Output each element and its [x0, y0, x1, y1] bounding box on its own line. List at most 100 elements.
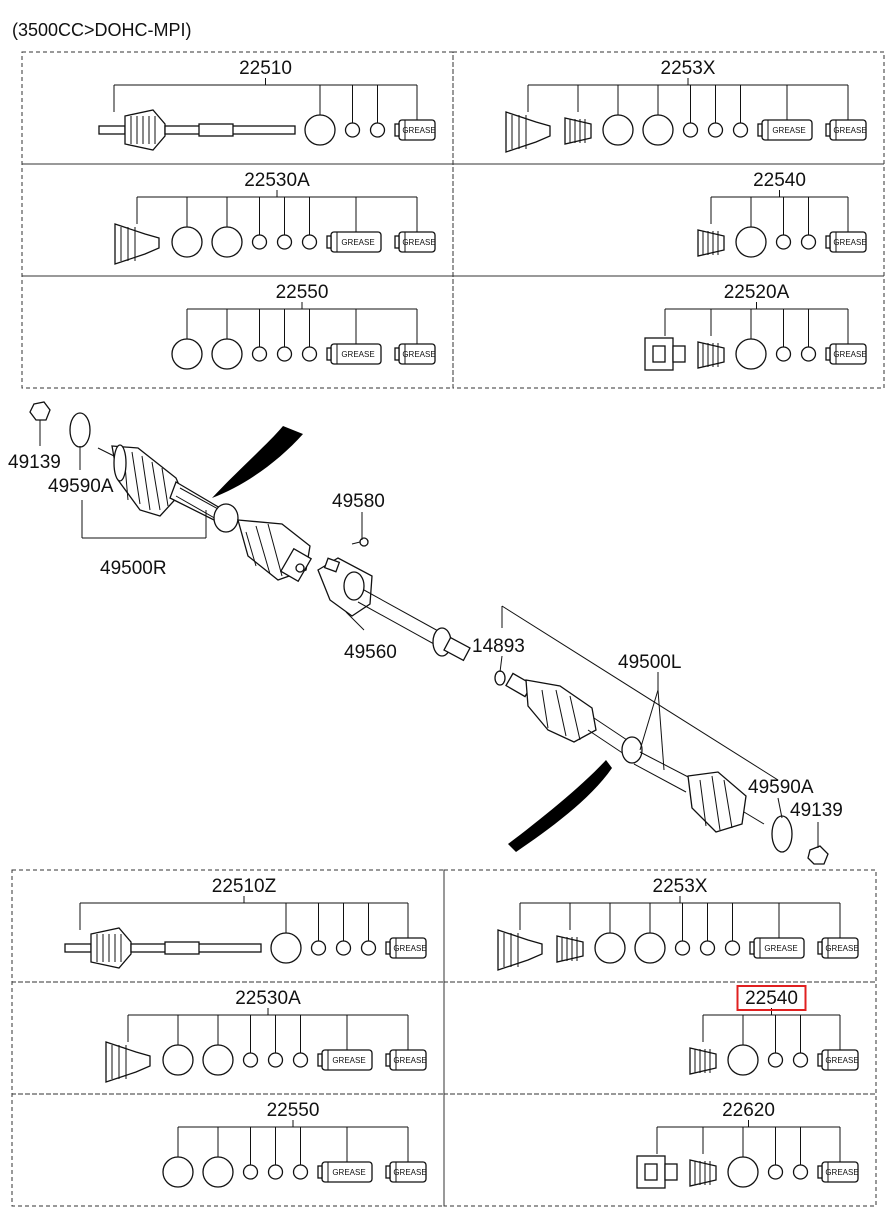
ring-s-part[interactable]	[674, 940, 691, 956]
ring-s-part[interactable]	[360, 940, 377, 956]
clip-ring[interactable]	[494, 670, 506, 686]
ring-s-part[interactable]	[335, 940, 352, 956]
ring-s-part[interactable]	[732, 122, 749, 138]
boot-l-part[interactable]	[105, 1041, 151, 1083]
ring-l-part[interactable]	[171, 226, 203, 258]
callout-nut-left: 49139	[790, 800, 843, 821]
ring-l-part[interactable]	[202, 1044, 234, 1076]
boot-s-part[interactable]	[697, 341, 725, 369]
ring-s-part[interactable]	[775, 234, 792, 250]
ring-s-part[interactable]	[276, 234, 293, 250]
grease-s-part[interactable]: GREASE	[385, 1161, 427, 1183]
nut-right[interactable]	[29, 401, 51, 421]
ring-l-part[interactable]	[727, 1156, 759, 1188]
ring-s-part[interactable]	[792, 1052, 809, 1068]
grease-label: GREASE	[402, 238, 435, 247]
ring-s-part[interactable]	[792, 1164, 809, 1180]
ring-l-part[interactable]	[735, 226, 767, 258]
ring-l-part[interactable]	[270, 932, 302, 964]
boot-s-part[interactable]	[556, 935, 584, 963]
ring-s-part[interactable]	[682, 122, 699, 138]
grease-label: GREASE	[833, 238, 866, 247]
sweep-arrow-upper	[212, 426, 303, 498]
nut-left[interactable]	[807, 845, 829, 865]
ring-s-part[interactable]	[800, 234, 817, 250]
tone-ring-right[interactable]	[69, 412, 91, 448]
ring-s-part[interactable]	[267, 1052, 284, 1068]
ring-s-part[interactable]	[251, 346, 268, 362]
grease-l-part[interactable]: GREASE	[326, 231, 382, 253]
ring-s-part[interactable]	[267, 1164, 284, 1180]
grease-s-part[interactable]: GREASE	[825, 343, 867, 365]
callout-clip: 14893	[472, 636, 525, 657]
ring-l-part[interactable]	[211, 226, 243, 258]
drive-shaft-left[interactable]	[505, 672, 765, 833]
ring-l-part[interactable]	[727, 1044, 759, 1076]
grease-s-part[interactable]: GREASE	[817, 1161, 859, 1183]
ring-s-part[interactable]	[242, 1164, 259, 1180]
ring-s-part[interactable]	[767, 1164, 784, 1180]
grease-l-part[interactable]: GREASE	[749, 937, 805, 959]
joint-part[interactable]	[644, 337, 686, 371]
intermediate-shaft[interactable]	[317, 537, 471, 662]
boot-s-part[interactable]	[689, 1047, 717, 1075]
grease-s-part[interactable]: GREASE	[385, 937, 427, 959]
tone-ring-left[interactable]	[771, 815, 793, 853]
boot-l-part[interactable]	[505, 111, 551, 153]
ring-s-part[interactable]	[310, 940, 327, 956]
ring-s-part[interactable]	[292, 1164, 309, 1180]
ring-s-part[interactable]	[699, 940, 716, 956]
boot-l-part[interactable]	[114, 223, 160, 265]
grease-s-part[interactable]: GREASE	[394, 231, 436, 253]
ring-s-part[interactable]	[344, 122, 361, 138]
ring-l-part[interactable]	[602, 114, 634, 146]
grease-s-part[interactable]: GREASE	[385, 1049, 427, 1071]
grease-label: GREASE	[833, 126, 866, 135]
ring-s-part[interactable]	[276, 346, 293, 362]
boot-l-part[interactable]	[497, 929, 543, 971]
boot-s-part[interactable]	[564, 117, 592, 145]
ring-l-part[interactable]	[162, 1044, 194, 1076]
ring-l-part[interactable]	[162, 1156, 194, 1188]
grease-s-part[interactable]: GREASE	[394, 343, 436, 365]
ring-s-part[interactable]	[301, 346, 318, 362]
shaft-part[interactable]	[64, 927, 262, 969]
grease-s-part[interactable]: GREASE	[825, 231, 867, 253]
ring-l-part[interactable]	[642, 114, 674, 146]
grease-s-part[interactable]: GREASE	[817, 1049, 859, 1071]
ring-s-part[interactable]	[251, 234, 268, 250]
ring-l-part[interactable]	[735, 338, 767, 370]
ring-s-part[interactable]	[292, 1052, 309, 1068]
drive-shaft-right[interactable]	[97, 444, 313, 583]
boot-s-part[interactable]	[689, 1159, 717, 1187]
ring-l-part[interactable]	[304, 114, 336, 146]
ring-s-part[interactable]	[301, 234, 318, 250]
ring-s-part[interactable]	[775, 346, 792, 362]
shaft-part[interactable]	[98, 109, 296, 151]
ring-s-part[interactable]	[767, 1052, 784, 1068]
boot-s-part[interactable]	[697, 229, 725, 257]
grease-l-part[interactable]: GREASE	[757, 119, 813, 141]
joint-part[interactable]	[636, 1155, 678, 1189]
grease-s-part[interactable]: GREASE	[394, 119, 436, 141]
ring-l-part[interactable]	[202, 1156, 234, 1188]
ring-l-part[interactable]	[594, 932, 626, 964]
grease-s-part[interactable]: GREASE	[825, 119, 867, 141]
engine-spec-header: (3500CC>DOHC-MPI)	[12, 20, 192, 40]
grease-l-part[interactable]: GREASE	[326, 343, 382, 365]
ring-s-part[interactable]	[707, 122, 724, 138]
leader-lines	[39, 420, 819, 848]
ring-l-part[interactable]	[634, 932, 666, 964]
ring-s-part[interactable]	[800, 346, 817, 362]
ring-l-part[interactable]	[171, 338, 203, 370]
grease-label: GREASE	[764, 944, 797, 953]
grease-l-part[interactable]: GREASE	[317, 1161, 373, 1183]
ring-s-part[interactable]	[242, 1052, 259, 1068]
ring-s-part[interactable]	[369, 122, 386, 138]
grease-s-part[interactable]: GREASE	[817, 937, 859, 959]
ring-s-part[interactable]	[724, 940, 741, 956]
ring-l-part[interactable]	[211, 338, 243, 370]
grease-l-part[interactable]: GREASE	[317, 1049, 373, 1071]
